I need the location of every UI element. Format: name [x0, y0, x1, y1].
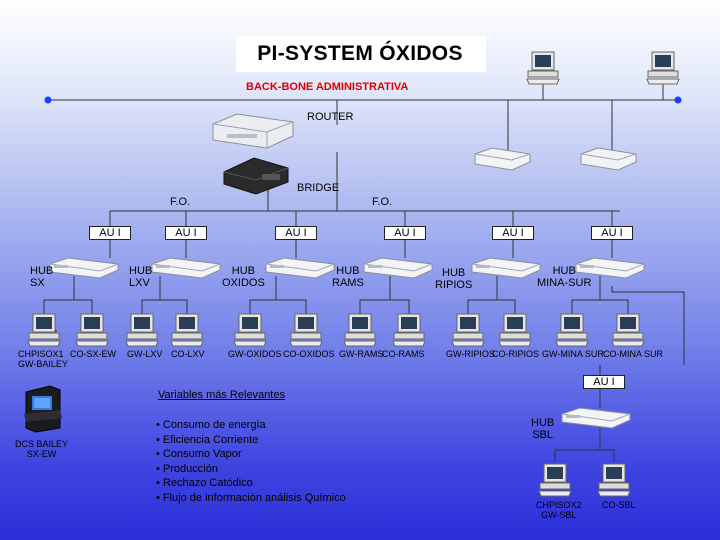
workstation-label: GW-RIPIOS — [446, 349, 495, 359]
fiber-optic-label-right: F.O. — [372, 196, 393, 208]
variable-item: • Producción — [156, 462, 218, 475]
hub-oxidos-icon — [265, 257, 335, 279]
workstation-icon — [609, 312, 647, 353]
computer-icon — [644, 50, 682, 91]
fiber-optic-label-left: F.O. — [170, 196, 191, 208]
variable-item: • Rechazo Catódico — [156, 477, 253, 490]
workstation-label: GW-RAMS — [339, 349, 384, 359]
aui-box: AU I — [165, 226, 207, 240]
variable-item: • Eficiencia Corriente — [156, 433, 259, 446]
workstation-label: CHPISOX2 GW-SBL — [536, 500, 582, 520]
workstation-label: CHPISOX1 GW-BAILEY — [18, 349, 68, 369]
workstation-label: CO-RAMS — [382, 349, 425, 359]
hub-sbl-label: HUB SBL — [531, 417, 555, 441]
workstation-icon — [73, 312, 111, 353]
workstation-label: GW-MINA SUR — [542, 349, 604, 359]
workstation-icon — [168, 312, 206, 353]
hub-sbl-icon — [561, 407, 631, 429]
aui-box: AU I — [492, 226, 534, 240]
workstation-icon — [231, 312, 269, 353]
dcs-console-icon — [24, 385, 62, 433]
aui-box: AU I — [275, 226, 317, 240]
aui-box: AU I — [89, 226, 131, 240]
title-background — [236, 36, 486, 72]
variable-item: • Flujo de información análisis Químico — [156, 491, 346, 504]
hub-sx-label: HUB SX — [30, 265, 54, 289]
variable-item: • Consumo Vapor — [156, 448, 242, 461]
variables-list: • Consumo de energía • Eficiencia Corrie… — [156, 418, 346, 506]
workstation-icon — [595, 462, 633, 503]
workstation-label: CO-SX-EW — [70, 349, 116, 359]
backbone-node-right — [674, 96, 682, 104]
computer-icon — [524, 50, 562, 91]
workstation-icon — [553, 312, 591, 353]
workstation-icon — [449, 312, 487, 353]
hub-ripios-icon — [471, 257, 541, 279]
router-label: ROUTER — [307, 111, 354, 123]
hub-rams-icon — [363, 257, 433, 279]
network-device-icon — [474, 147, 531, 171]
bridge-icon — [223, 157, 289, 195]
network-device-icon — [580, 147, 637, 171]
backbone-label: BACK-BONE ADMINISTRATIVA — [246, 81, 409, 93]
workstation-label: GW-LXV — [127, 349, 163, 359]
aui-box: AU I — [583, 375, 625, 389]
hub-lxv-label: HUB LXV — [129, 265, 153, 289]
hub-mina-sur-label: HUB MINA-SUR — [537, 265, 592, 289]
dcs-label: DCS BAILEY SX-EW — [15, 439, 69, 459]
page-title: PI-SYSTEM ÓXIDOS — [257, 42, 463, 65]
workstation-icon — [390, 312, 428, 353]
variables-heading: Variables más Relevantes — [158, 389, 285, 401]
aui-box: AU I — [591, 226, 633, 240]
workstation-icon — [287, 312, 325, 353]
workstation-icon — [25, 312, 63, 353]
workstation-label: CO-LXV — [171, 349, 205, 359]
bridge-label: BRIDGE — [297, 182, 340, 194]
aui-box: AU I — [384, 226, 426, 240]
hub-ripios-label: HUB RIPIOS — [435, 267, 473, 291]
workstation-icon — [496, 312, 534, 353]
backbone-node-left — [44, 96, 52, 104]
workstation-icon — [341, 312, 379, 353]
router-icon — [212, 113, 294, 149]
workstation-label: GW-OXIDOS — [228, 349, 282, 359]
hub-sx-icon — [49, 257, 119, 279]
hub-mina-sur-icon — [575, 257, 645, 279]
workstation-label: CO-OXIDOS — [283, 349, 335, 359]
hub-oxidos-label: HUB OXIDOS — [222, 265, 265, 289]
hub-rams-label: HUB RAMS — [332, 265, 364, 289]
workstation-icon — [536, 462, 574, 503]
variable-item: • Consumo de energía — [156, 419, 266, 431]
workstation-label: CO-SBL — [602, 500, 636, 510]
workstation-icon — [123, 312, 161, 353]
hub-lxv-icon — [151, 257, 221, 279]
workstation-label: CO-RIPIOS — [492, 349, 540, 359]
workstation-label: CO-MINA SUR — [603, 349, 664, 359]
